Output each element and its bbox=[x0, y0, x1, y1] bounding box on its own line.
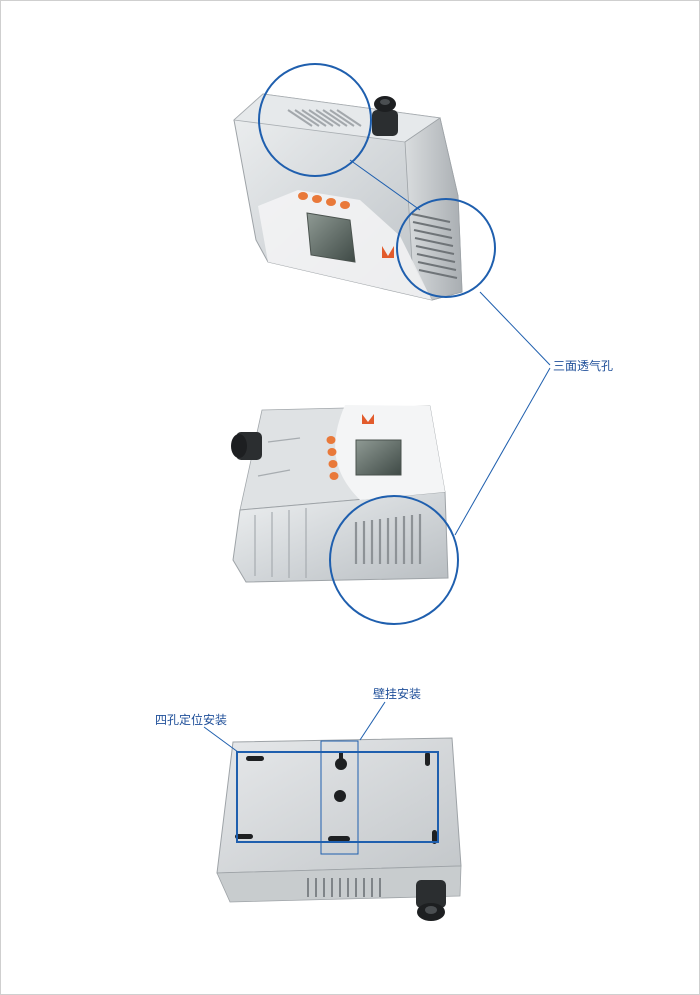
side-vents bbox=[411, 213, 458, 279]
brand-logo bbox=[382, 246, 394, 258]
bottom-side-vents bbox=[307, 878, 381, 897]
mounting-slots bbox=[235, 752, 437, 844]
cable-gland bbox=[372, 96, 398, 136]
cable-gland-2 bbox=[231, 432, 262, 460]
lcd-screen-2 bbox=[355, 439, 402, 476]
callout-circle-top bbox=[258, 63, 372, 177]
front-ribs bbox=[254, 437, 307, 578]
brand-logo-2 bbox=[362, 414, 374, 424]
device-bottom-view bbox=[216, 737, 462, 921]
orange-buttons bbox=[298, 192, 350, 209]
device-front-view bbox=[231, 405, 459, 625]
four-hole-frame bbox=[236, 751, 439, 843]
device-top-view bbox=[233, 63, 496, 301]
cable-gland-3 bbox=[416, 880, 446, 921]
front-vents bbox=[354, 514, 422, 564]
lcd-screen bbox=[306, 212, 356, 263]
wall-mount-holes bbox=[328, 752, 350, 842]
vent-leader-lines bbox=[349, 159, 551, 536]
callout-circle-side bbox=[396, 198, 496, 298]
four-hole-label: 四孔定位安装 bbox=[155, 713, 228, 727]
vents-label: 三面透气孔 bbox=[553, 359, 614, 373]
wall-mount-frame bbox=[320, 740, 359, 855]
mount-leader-lines bbox=[203, 701, 386, 753]
top-vents bbox=[287, 109, 362, 127]
orange-buttons-2 bbox=[326, 436, 339, 480]
callout-circle-front bbox=[329, 495, 459, 625]
wall-mount-label: 壁挂安装 bbox=[373, 687, 422, 701]
